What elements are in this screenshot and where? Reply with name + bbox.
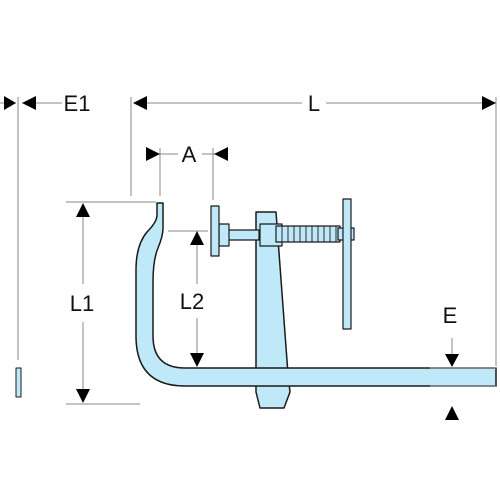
arrow-left [214, 147, 228, 161]
arrow-up [445, 406, 459, 420]
label-a: A [182, 142, 197, 167]
screw-threads [281, 226, 337, 242]
label-e1: E1 [64, 91, 91, 116]
arrow-right [482, 96, 496, 110]
arrow-right [146, 147, 160, 161]
dimension-labels: E1 L A L1 L2 E [64, 91, 458, 328]
arrow-down [190, 353, 204, 367]
label-e: E [443, 303, 458, 328]
dimension-lines [0, 97, 497, 420]
arrow-down [445, 354, 459, 367]
arrow-left [22, 96, 36, 110]
clamp-drawing [15, 198, 497, 409]
label-l2: L2 [180, 289, 204, 314]
label-l: L [308, 91, 320, 116]
swivel-pad [210, 205, 220, 257]
arrow-left [133, 96, 147, 110]
t-handle [342, 198, 352, 330]
bar-side-profile [15, 367, 22, 398]
dimension-arrows [4, 96, 496, 420]
arrow-right [4, 96, 16, 110]
label-l1: L1 [70, 291, 94, 316]
arrow-up [190, 231, 204, 245]
arrow-up [76, 203, 90, 217]
arrow-down [76, 389, 90, 403]
screw-collar [218, 223, 230, 247]
